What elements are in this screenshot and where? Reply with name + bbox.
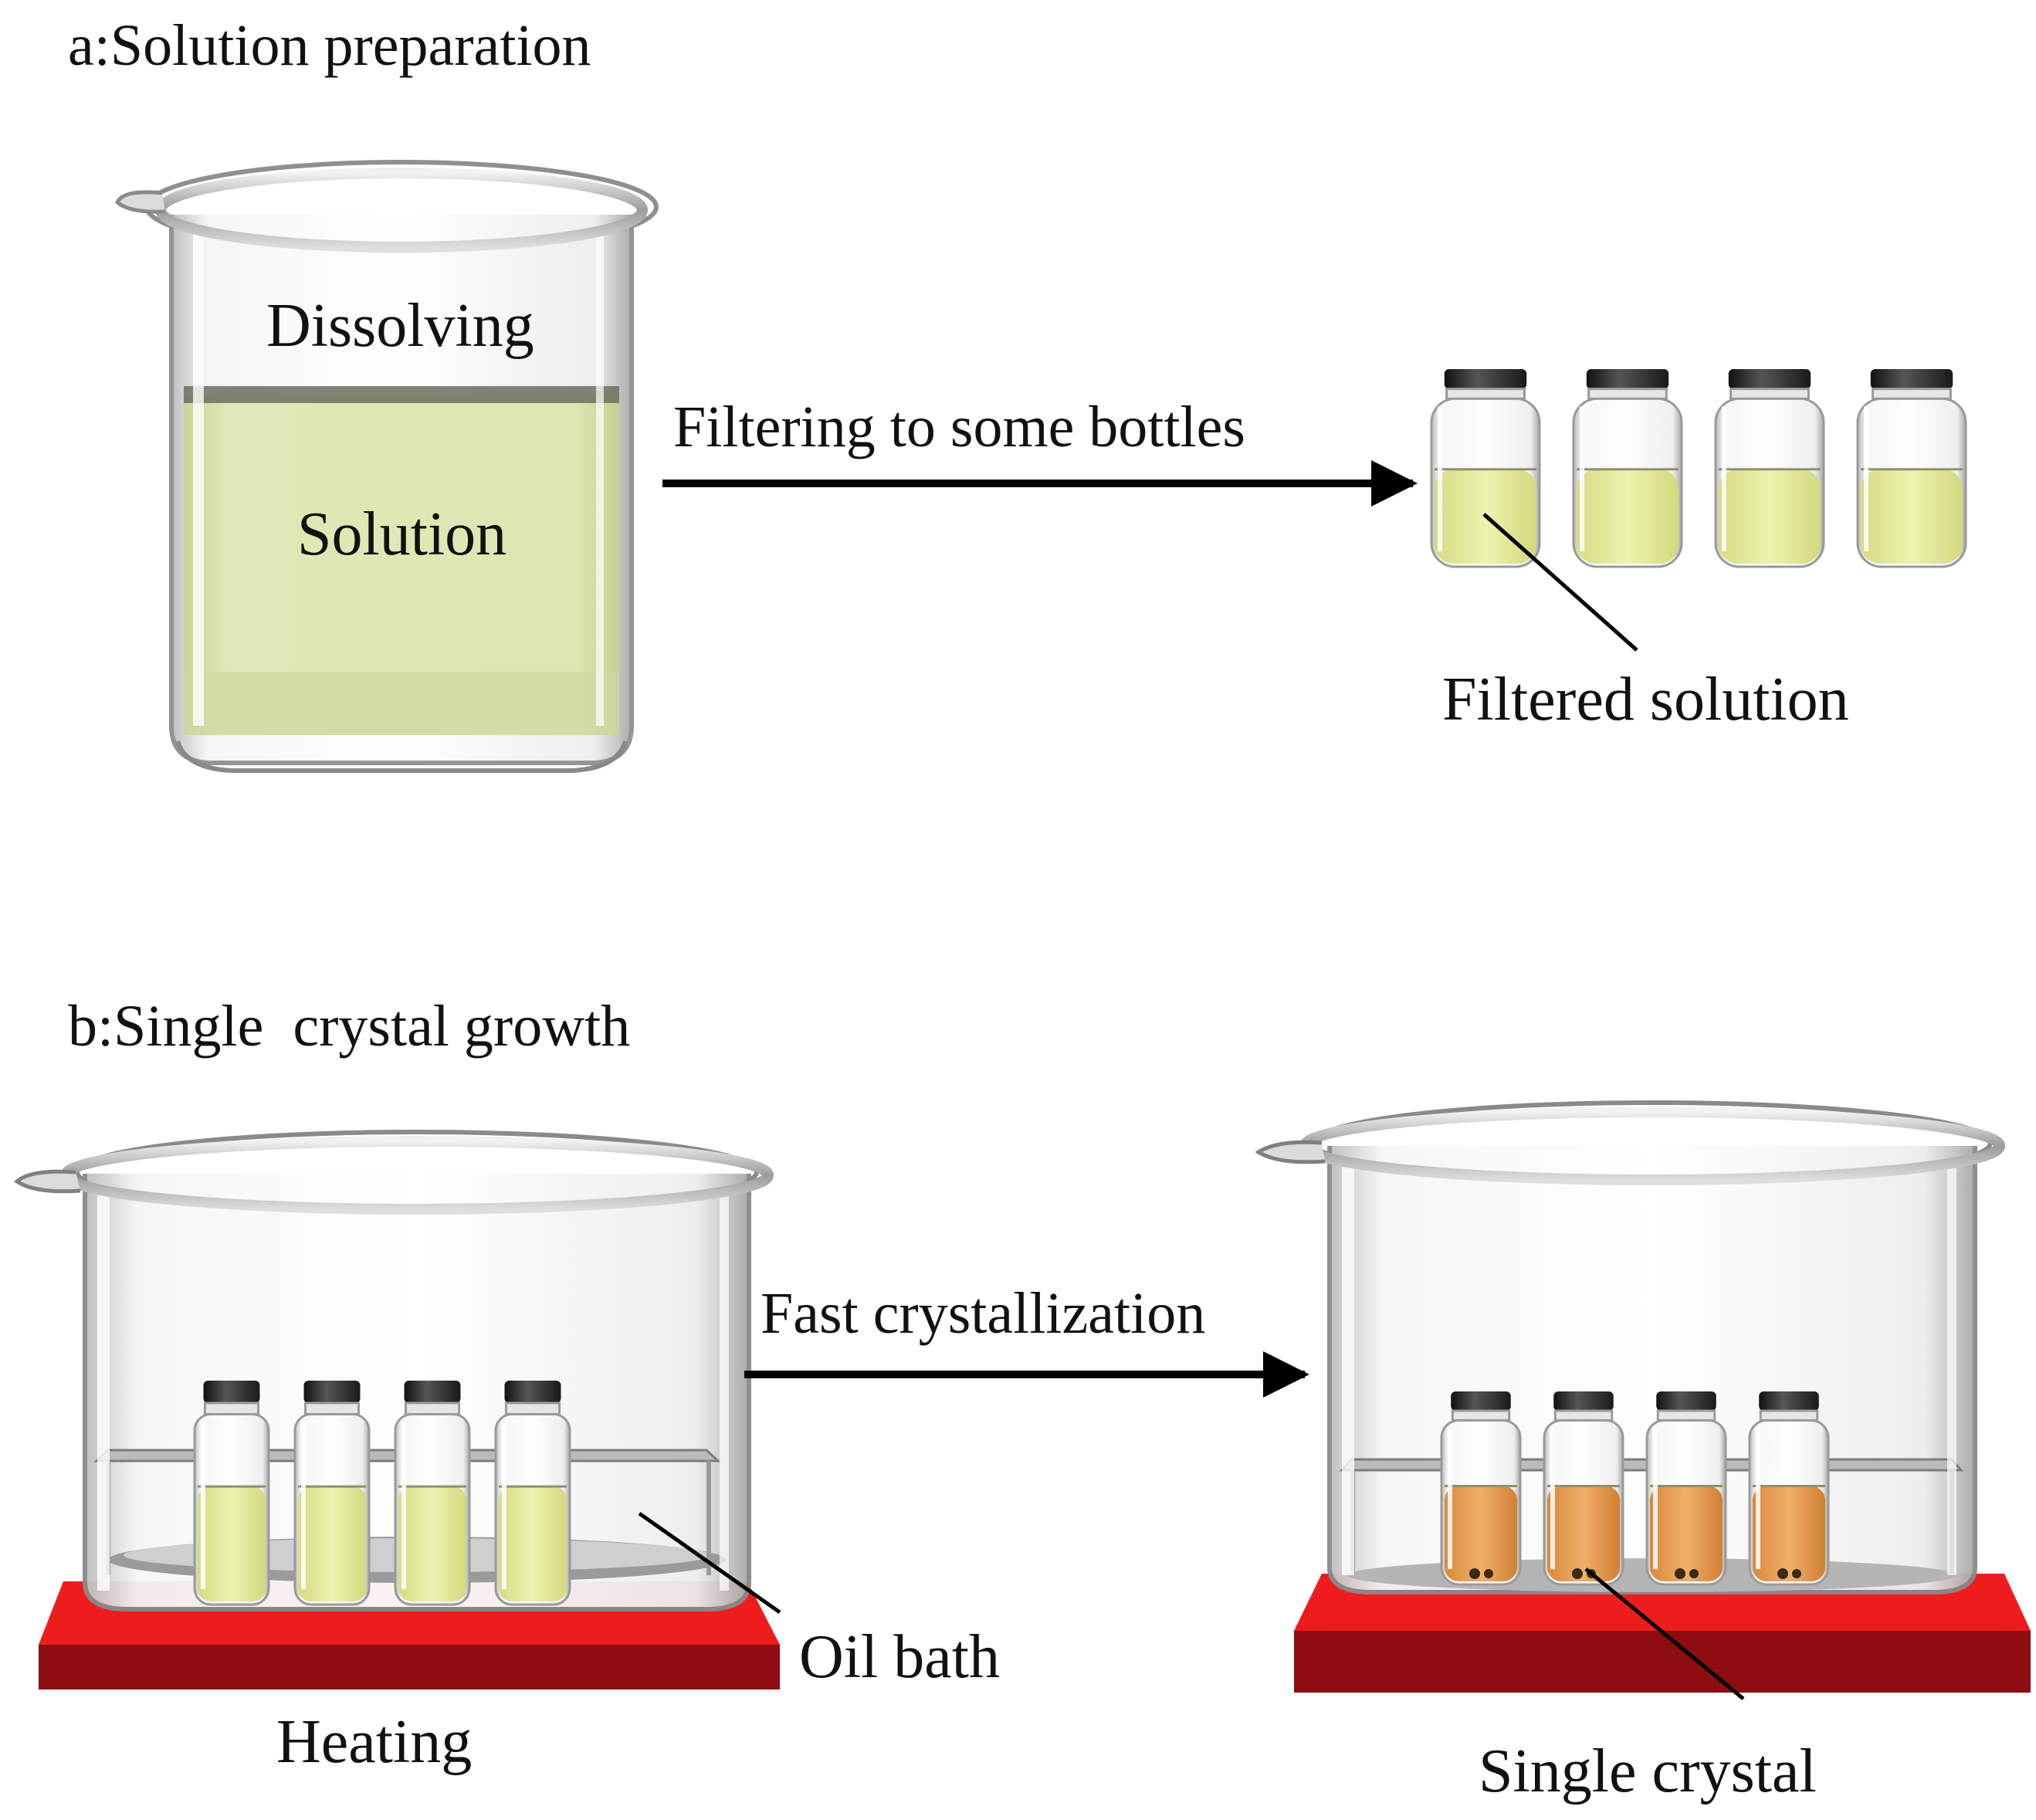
bottle-liquid — [1650, 1486, 1723, 1581]
bottle-cap — [1553, 1391, 1614, 1411]
heating-bottle-2 — [293, 1381, 371, 1606]
heating-bottle-4 — [494, 1381, 571, 1606]
heating-bottle-1 — [193, 1381, 270, 1606]
crystal-bottle-1 — [1440, 1391, 1522, 1586]
vessel-left — [13, 1130, 774, 1612]
bottle-cap — [1870, 369, 1953, 389]
callout-line-oil-bath — [638, 1511, 781, 1615]
bottle-cap — [1444, 369, 1527, 389]
arrow-a-label: Filtering to some bottles — [673, 395, 1245, 459]
heater-label: Heating — [276, 1708, 472, 1776]
bottle-cap — [203, 1381, 260, 1403]
bottle-group-left — [193, 1381, 571, 1606]
crystal-bottle-3 — [1645, 1391, 1727, 1586]
bottle-liquid — [1753, 1486, 1825, 1581]
crystal — [1675, 1568, 1685, 1579]
bottle-cap — [404, 1381, 461, 1403]
bottle-group-a — [1430, 369, 1967, 568]
bottle-liquid — [1719, 469, 1821, 564]
filtered-bottle-2 — [1572, 369, 1683, 568]
bottle-liquid — [1861, 469, 1963, 564]
bottle-group-right — [1440, 1391, 1830, 1586]
beaker-a-label-liquid: Solution — [297, 500, 506, 568]
crystal — [1572, 1568, 1583, 1579]
bottle-liquid — [1577, 469, 1679, 564]
callout-line-single-crystal — [1584, 1568, 1745, 1700]
beaker-a — [114, 160, 659, 773]
filtered-bottle-3 — [1714, 369, 1825, 568]
crystal — [1792, 1569, 1801, 1578]
bottle-cap — [1451, 1391, 1511, 1411]
bottle-liquid — [198, 1486, 266, 1601]
beaker-a-label-top: Dissolving — [266, 292, 534, 360]
panel-b-title: b:Single crystal growth — [68, 994, 630, 1059]
bottle-cap — [1586, 369, 1669, 389]
bottle-liquid — [1547, 1486, 1620, 1581]
crystal-bottle-2 — [1543, 1391, 1624, 1586]
filtered-bottle-1 — [1430, 369, 1541, 568]
bottle-cap — [1728, 369, 1811, 389]
callout-line-a — [1482, 513, 1638, 652]
bottle-cap — [504, 1381, 561, 1403]
vessel-right — [1255, 1100, 2005, 1595]
crystal — [1469, 1568, 1480, 1579]
bottle-cap — [1656, 1391, 1716, 1411]
bottle-liquid — [298, 1486, 366, 1601]
callout-oil-bath: Oil bath — [799, 1623, 1000, 1691]
bottle-cap — [303, 1381, 361, 1403]
bottle-cap — [1759, 1391, 1819, 1411]
bottle-liquid — [499, 1486, 567, 1601]
filtered-bottle-4 — [1856, 369, 1967, 568]
panel-a-title: a:Solution preparation — [68, 13, 591, 78]
crystal-bottle-4 — [1748, 1391, 1830, 1586]
callout-filtered-solution: Filtered solution — [1442, 666, 1849, 734]
heating-bottle-3 — [394, 1381, 471, 1606]
callout-single-crystal: Single crystal — [1479, 1737, 1817, 1805]
crystal — [1689, 1569, 1699, 1578]
bottle-liquid — [1445, 1486, 1517, 1581]
arrow-b-label: Fast crystallization — [761, 1281, 1205, 1346]
bottle-liquid — [398, 1486, 466, 1601]
crystal — [1484, 1569, 1493, 1578]
crystal — [1777, 1568, 1788, 1579]
